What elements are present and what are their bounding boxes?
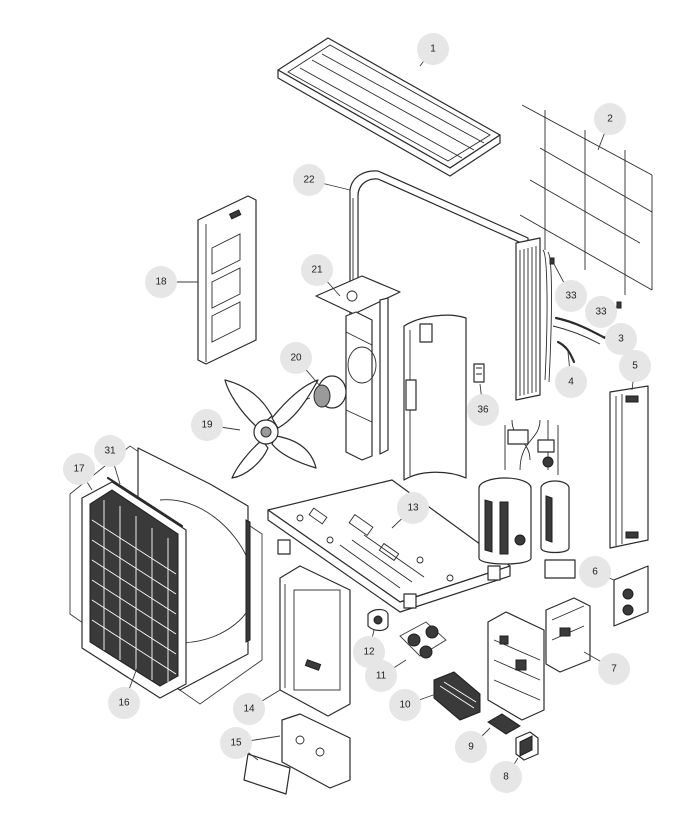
callout-label: 1	[430, 44, 436, 55]
callout-13: 13	[397, 492, 429, 524]
callout-10: 10	[389, 689, 421, 721]
callout-label: 36	[477, 405, 489, 416]
callout-3: 3	[605, 323, 637, 355]
top-cover	[277, 37, 501, 177]
fan-motor	[299, 375, 347, 409]
grille-trim-strip	[106, 476, 184, 528]
callout-label: 4	[568, 377, 574, 388]
callout-7: 7	[598, 653, 630, 685]
callout-label: 20	[290, 353, 302, 364]
inverter-pcb	[433, 671, 481, 721]
callout-label: 10	[399, 700, 411, 711]
front-grille	[81, 481, 187, 699]
callout-label: 14	[243, 704, 255, 715]
callout-19: 19	[191, 409, 223, 441]
refrigerant-pipe-4	[556, 340, 576, 364]
motor-bracket	[315, 275, 401, 461]
callout-label: 21	[311, 265, 323, 276]
callout-33-left: 33	[555, 280, 587, 312]
valve-bracket	[613, 565, 649, 627]
compressor	[478, 419, 576, 579]
callout-8: 8	[490, 761, 522, 793]
fan-blade	[224, 379, 319, 479]
callout-33-right: 33	[585, 296, 617, 328]
callout-label: 13	[407, 503, 419, 514]
callout-21: 21	[301, 254, 333, 286]
front-assembly-outline	[69, 445, 263, 705]
callout-label: 22	[303, 175, 315, 186]
callout-5: 5	[619, 350, 651, 382]
callout-11: 11	[365, 660, 397, 692]
callout-label: 8	[503, 772, 509, 783]
callout-label: 3	[618, 334, 624, 345]
callout-label: 19	[201, 420, 213, 431]
reactor	[515, 731, 539, 761]
callout-22: 22	[293, 164, 325, 196]
front-service-panel	[279, 565, 351, 717]
callout-label: 33	[595, 307, 607, 318]
partition-panel	[403, 314, 467, 481]
pipe-clamp	[367, 608, 389, 632]
main-control-board	[487, 597, 591, 721]
callout-2: 2	[594, 103, 626, 135]
callout-31: 31	[94, 435, 126, 467]
callout-label: 2	[607, 114, 613, 125]
terminal-block	[473, 363, 485, 383]
callout-label: 7	[611, 664, 617, 675]
rear-wire-guard	[519, 104, 653, 295]
callout-label: 6	[592, 567, 598, 578]
left-side-panel	[197, 195, 257, 365]
callout-14: 14	[233, 693, 265, 725]
callout-1: 1	[417, 33, 449, 65]
callout-9: 9	[455, 731, 487, 763]
callout-17: 17	[63, 453, 95, 485]
callout-label: 18	[155, 277, 167, 288]
base-pan	[267, 479, 511, 613]
callout-label: 31	[104, 446, 116, 457]
callout-18: 18	[145, 266, 177, 298]
callout-15: 15	[220, 727, 252, 759]
callout-36: 36	[467, 394, 499, 426]
callout-label: 16	[118, 698, 130, 709]
callout-6: 6	[579, 556, 611, 588]
callout-12: 12	[353, 636, 385, 668]
condenser-coil	[349, 170, 552, 421]
callout-20: 20	[280, 342, 312, 374]
callout-label: 15	[230, 738, 242, 749]
callout-label: 9	[468, 742, 474, 753]
callout-label: 17	[73, 464, 85, 475]
callout-label: 12	[363, 647, 375, 658]
callout-label: 33	[565, 291, 577, 302]
nameplate-label	[243, 753, 291, 795]
vibration-dampers	[399, 621, 447, 659]
right-side-panel	[609, 385, 649, 549]
callout-label: 5	[632, 361, 638, 372]
callout-16: 16	[108, 687, 140, 719]
callout-label: 11	[376, 671, 387, 682]
terminal-strip	[487, 713, 521, 735]
terminal-cover	[281, 713, 351, 789]
callout-4: 4	[555, 366, 587, 398]
